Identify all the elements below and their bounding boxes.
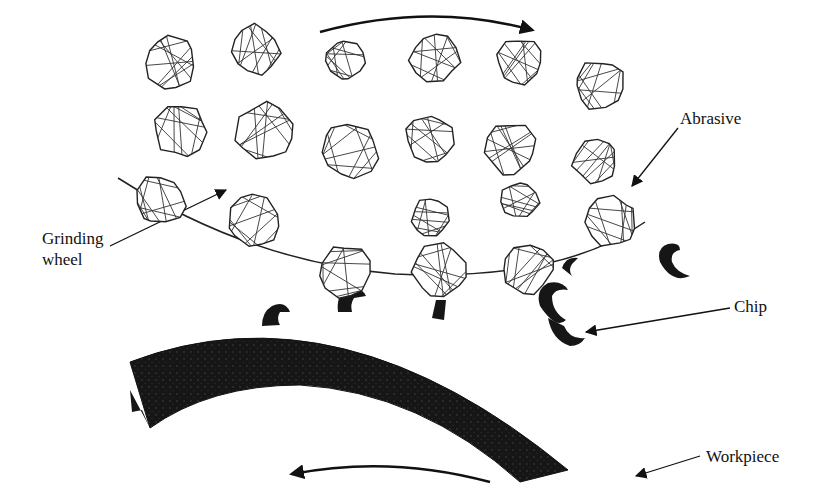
abrasive-grain [575, 184, 648, 258]
abrasive-grain [563, 125, 627, 193]
abrasive-grain [397, 105, 468, 172]
abrasive-grain [147, 91, 220, 168]
abrasive-grain [221, 86, 306, 171]
abrasive-grain [400, 233, 480, 309]
part-label: Abrasive [680, 108, 741, 129]
chip-forming [262, 304, 290, 326]
part-label: Chip [734, 296, 767, 317]
abrasive-grain [221, 14, 290, 89]
chip [539, 282, 568, 323]
abrasive-grain [306, 234, 386, 309]
leader-line [632, 128, 678, 186]
chip [562, 258, 578, 276]
chip [659, 244, 690, 279]
rotation-arrow [320, 16, 532, 32]
workpiece-step [432, 300, 446, 320]
part-label: Grinding wheel [42, 228, 114, 271]
wheel-bond-line [118, 178, 645, 275]
leader-line [636, 456, 700, 476]
abrasive-grain [471, 114, 545, 186]
abrasive-grain [492, 176, 549, 230]
abrasive-grain [402, 191, 458, 248]
rotation-arrow [292, 466, 490, 482]
chip [548, 318, 585, 346]
abrasive-grain [563, 46, 633, 123]
abrasive-grain [132, 27, 207, 95]
leader-line [586, 308, 730, 332]
workpiece-edge [130, 390, 150, 428]
abrasive-grain [491, 29, 555, 96]
abrasive-grain [497, 231, 566, 304]
part-label: Workpiece [706, 446, 779, 467]
abrasive-grain [123, 162, 198, 241]
abrasive-grain [398, 19, 469, 92]
abrasive-grain [213, 183, 295, 264]
workpiece-body [130, 338, 568, 482]
abrasive-grain [315, 32, 373, 88]
abrasive-grain [310, 105, 394, 193]
